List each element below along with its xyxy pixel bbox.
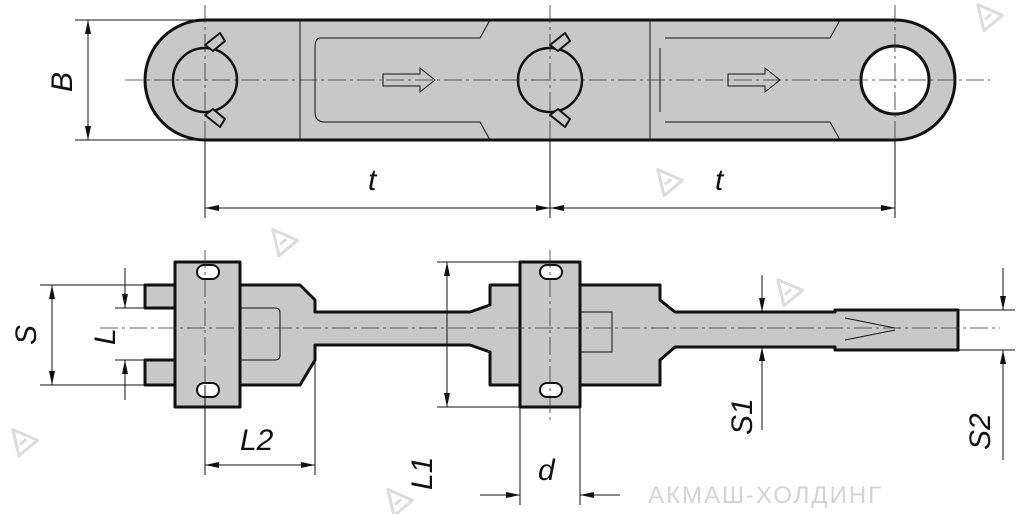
direction-arrow-icon xyxy=(382,66,436,94)
dimension-L: L xyxy=(89,268,145,400)
watermark-text: АКМАШ-ХОЛДИНГ xyxy=(648,482,883,509)
dimension-B: B xyxy=(46,19,205,141)
svg-text:S2: S2 xyxy=(964,413,997,450)
side-view xyxy=(100,250,1000,420)
svg-text:S: S xyxy=(10,325,43,345)
dimension-d: d xyxy=(480,407,620,505)
svg-text:L: L xyxy=(89,328,122,345)
dimension-t: t t xyxy=(204,140,896,218)
watermark-logo-icon xyxy=(11,3,1004,514)
svg-text:t: t xyxy=(368,164,378,197)
svg-text:S1: S1 xyxy=(726,398,759,435)
dimension-L1: L1 xyxy=(406,261,520,490)
top-view xyxy=(125,5,990,150)
dimension-S1: S1 xyxy=(726,275,780,435)
svg-text:t: t xyxy=(715,164,725,197)
svg-text:d: d xyxy=(538,454,556,487)
direction-arrow-icon xyxy=(727,66,781,94)
svg-text:L1: L1 xyxy=(406,457,439,490)
dimension-S: S xyxy=(10,284,145,386)
dimension-S2: S2 xyxy=(958,268,1015,460)
svg-text:L2: L2 xyxy=(240,424,274,457)
svg-text:B: B xyxy=(46,72,79,92)
dimension-L2: L2 xyxy=(204,360,316,475)
